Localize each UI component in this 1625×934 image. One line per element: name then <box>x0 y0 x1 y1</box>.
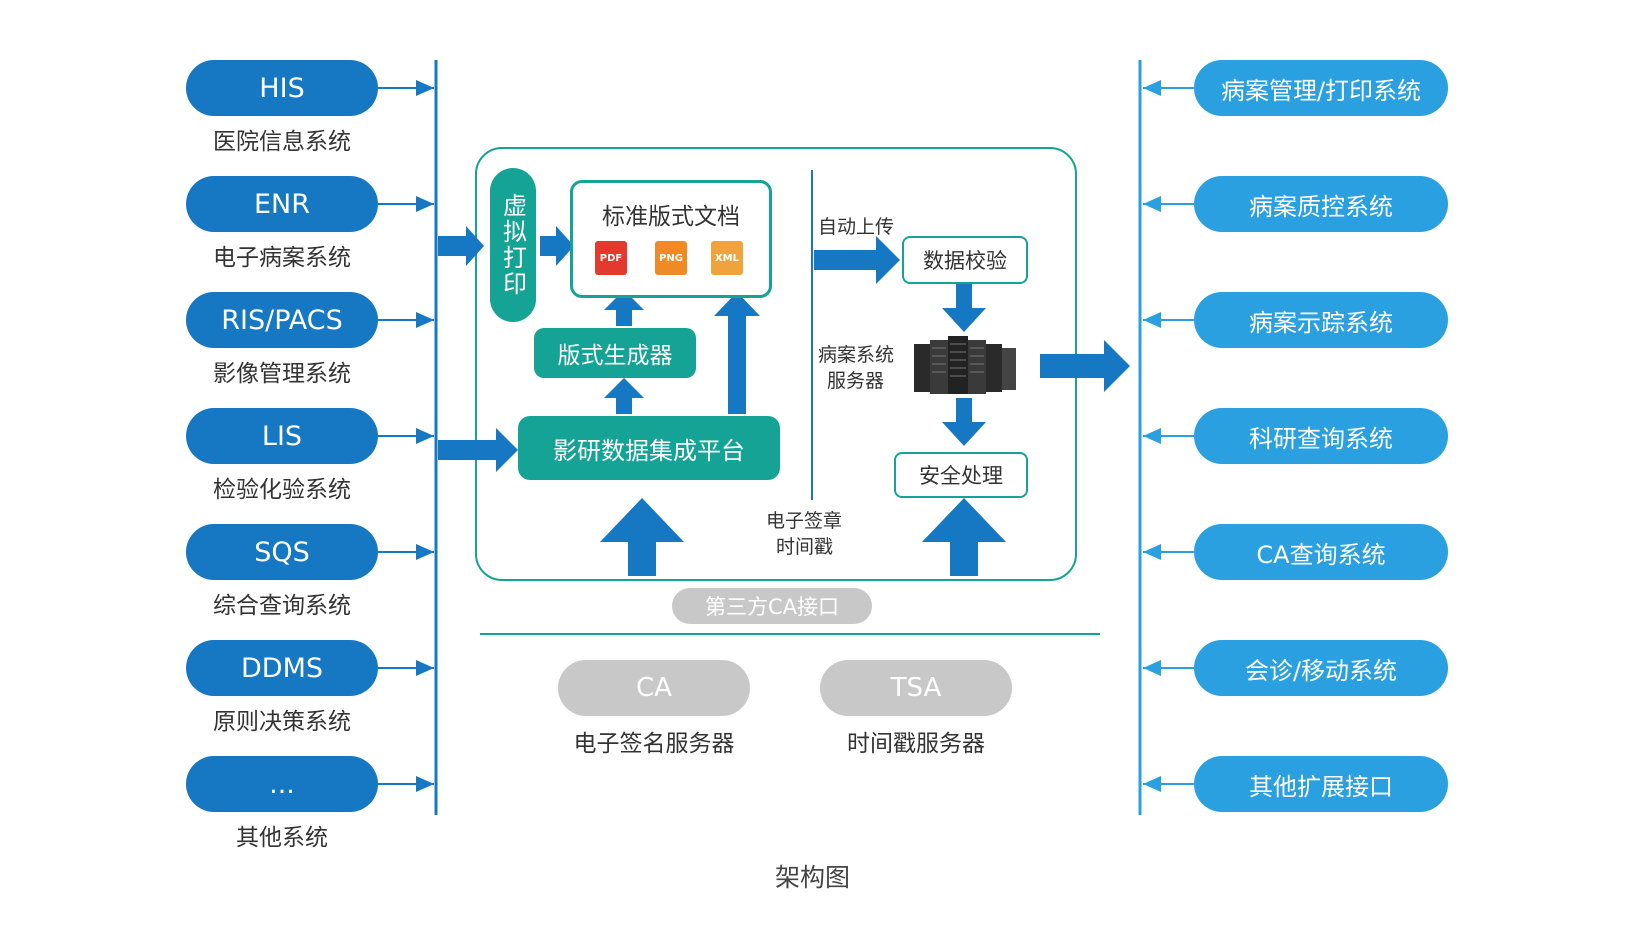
system-pill-lis[interactable]: LIS <box>186 408 378 464</box>
system-pill-enr[interactable]: ENR <box>186 176 378 232</box>
tsa-server-pill[interactable]: TSA <box>820 660 1012 716</box>
system-caption-ris-pacs: 影像管理系统 <box>213 361 351 387</box>
system-pill-record-qc[interactable]: 病案质控系统 <box>1194 176 1448 232</box>
virtual-print-label: 虚拟打印 <box>498 193 527 297</box>
format-generator-block[interactable]: 版式生成器 <box>534 328 696 378</box>
system-pill-extension[interactable]: 其他扩展接口 <box>1194 756 1448 812</box>
system-caption-lis: 检验化验系统 <box>213 477 351 503</box>
system-pill-ris-pacs[interactable]: RIS/PACS <box>186 292 378 348</box>
system-pill-record-trace[interactable]: 病案示踪系统 <box>1194 292 1448 348</box>
server-rack-icon <box>914 336 1016 394</box>
system-caption-ddms: 原则决策系统 <box>213 709 351 735</box>
system-pill-sqs[interactable]: SQS <box>186 524 378 580</box>
esign-label-line1: 电子签章 <box>766 510 843 532</box>
auto-upload-label: 自动上传 <box>818 216 895 238</box>
server-label-line1: 病案系统 <box>818 344 895 366</box>
system-pill-ddms[interactable]: DDMS <box>186 640 378 696</box>
png-icon: PNG <box>655 241 687 275</box>
xml-icon: XML <box>711 241 743 275</box>
pdf-icon: PDF <box>595 241 627 275</box>
esign-label-line2: 时间戳 <box>776 536 834 558</box>
server-label-line2: 服务器 <box>827 370 885 392</box>
system-caption-other: 其他系统 <box>236 825 328 851</box>
system-pill-ca-query[interactable]: CA查询系统 <box>1194 524 1448 580</box>
ca-server-pill[interactable]: CA <box>558 660 750 716</box>
security-box[interactable]: 安全处理 <box>894 452 1028 498</box>
system-pill-consult-mobile[interactable]: 会诊/移动系统 <box>1194 640 1448 696</box>
system-caption-enr: 电子病案系统 <box>213 245 351 271</box>
standard-doc-title: 标准版式文档 <box>602 204 740 230</box>
ca-interface-pill[interactable]: 第三方CA接口 <box>672 588 872 624</box>
tsa-server-caption: 时间戳服务器 <box>847 731 985 757</box>
system-caption-sqs: 综合查询系统 <box>213 593 351 619</box>
system-pill-his[interactable]: HIS <box>186 60 378 116</box>
figure-caption: 架构图 <box>774 863 850 892</box>
ca-server-caption: 电子签名服务器 <box>573 731 735 757</box>
data-check-box[interactable]: 数据校验 <box>902 236 1028 284</box>
system-pill-research-query[interactable]: 科研查询系统 <box>1194 408 1448 464</box>
system-caption-his: 医院信息系统 <box>213 129 351 155</box>
system-pill-record-print[interactable]: 病案管理/打印系统 <box>1194 60 1448 116</box>
system-pill-other[interactable]: ... <box>186 756 378 812</box>
virtual-print-block[interactable]: 虚拟打印 <box>490 168 536 322</box>
standard-doc-box[interactable]: 标准版式文档 PDF PNG XML <box>570 180 772 298</box>
data-platform-block[interactable]: 影研数据集成平台 <box>518 416 780 480</box>
